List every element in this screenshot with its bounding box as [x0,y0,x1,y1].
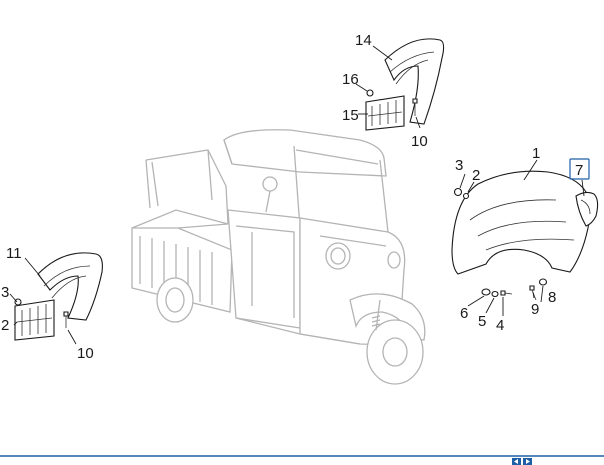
callout-14[interactable]: 14 [355,32,372,49]
callout-labels: 14 16 15 10 1 7 3 2 6 5 4 9 8 11 3 2 10 [1,32,590,362]
callout-1[interactable]: 1 [532,145,540,162]
vehicle-outline [131,129,426,385]
callout-10-left[interactable]: 10 [77,345,94,362]
callout-4[interactable]: 4 [496,317,504,334]
callout-7-highlight [569,158,590,180]
nav-prev-icon[interactable] [512,458,521,465]
leader-lines [9,45,585,345]
callout-7[interactable]: 7 [575,162,583,179]
footer-bar [0,455,604,465]
front-mudguard-assembly [451,170,599,301]
callout-6[interactable]: 6 [460,305,468,322]
rear-fender-assembly-top [365,38,445,131]
nav-next-icon[interactable] [523,458,532,465]
callout-2-right[interactable]: 2 [472,167,480,184]
rear-fender-assembly-left [14,252,103,341]
callout-11[interactable]: 11 [6,245,22,262]
callout-3-right[interactable]: 3 [455,157,463,174]
callout-8[interactable]: 8 [548,289,556,306]
callout-9[interactable]: 9 [531,301,539,318]
callout-3-left[interactable]: 3 [1,284,9,301]
callout-5[interactable]: 5 [478,313,486,330]
callout-10-top[interactable]: 10 [411,133,428,150]
callout-16[interactable]: 16 [342,71,359,88]
callout-15[interactable]: 15 [342,107,359,124]
callout-2-left[interactable]: 2 [1,317,9,334]
